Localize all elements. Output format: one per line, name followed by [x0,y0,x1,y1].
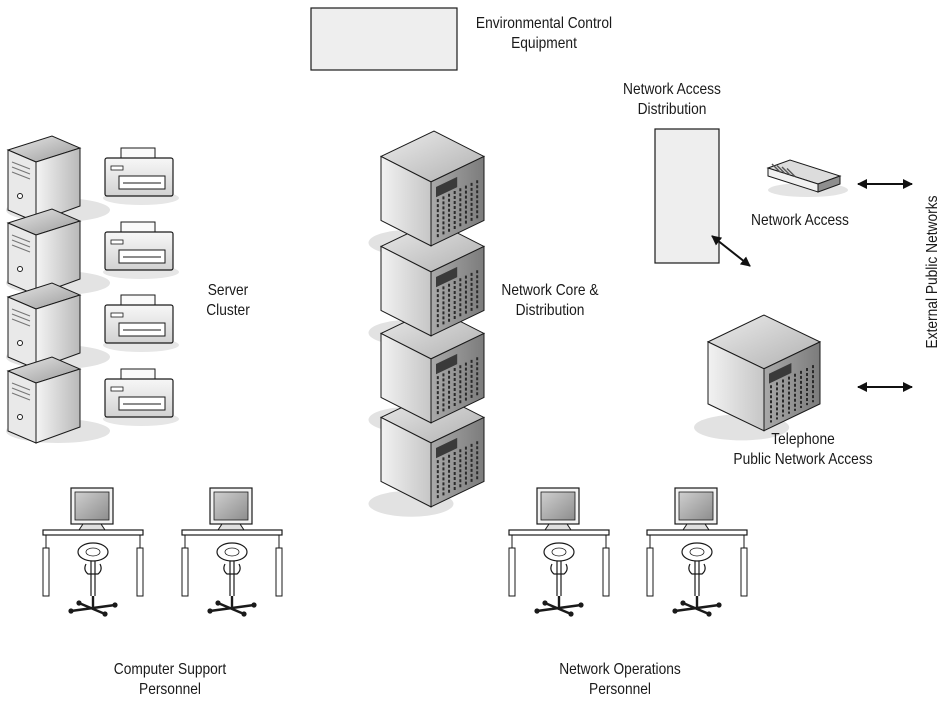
workstation [508,487,610,617]
desk-icon [508,529,610,597]
desk-icon [42,529,144,597]
router-icon [766,159,842,193]
printer-icon [104,221,174,271]
office-chair-icon [68,542,118,617]
workstation [646,487,748,617]
network-core-label: Network Core &Distribution [501,282,599,319]
workstation [181,487,283,617]
server-tower-icon [6,282,82,370]
printer-icon [104,147,174,197]
server-tower-icon [6,356,82,444]
workstation [42,487,144,617]
monitor-icon [536,487,580,531]
office-chair-icon [534,542,584,617]
server-tower-icon [6,208,82,296]
double-arrow-icon [711,235,751,267]
desk-icon [181,529,283,597]
printer-icon [104,294,174,344]
telephone-rack-icon [706,314,822,432]
monitor-icon [70,487,114,531]
rack-cabinet-icon [379,130,486,247]
desk-icon [646,529,748,597]
office-chair-icon [207,542,257,617]
network-access-distribution-panel [654,128,720,264]
network-access-label: Network Access [751,212,849,229]
rack-cabinet-icon [379,220,486,337]
printer-icon [104,368,174,418]
monitor-icon [209,487,253,531]
monitor-icon [674,487,718,531]
server-tower-icon [6,135,82,223]
environmental-control-box [310,7,458,71]
external-public-networks-label: External Public Networks [924,195,941,349]
office-chair-icon [672,542,722,617]
